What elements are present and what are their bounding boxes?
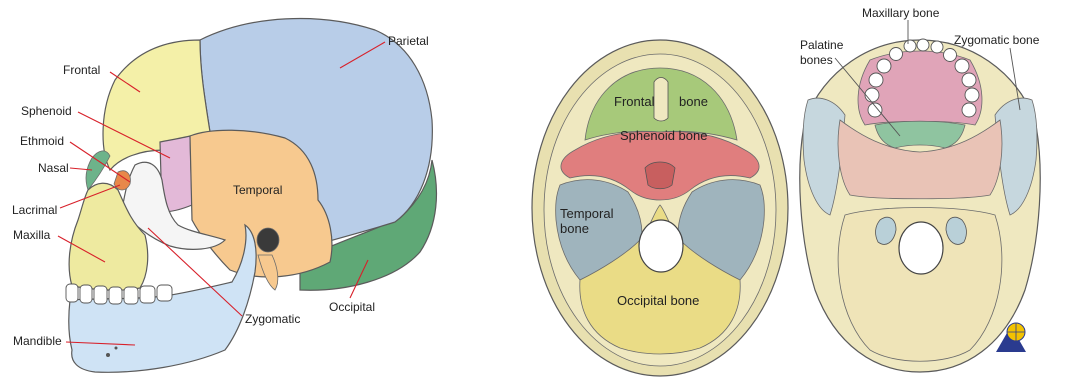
label-ethmoid: Ethmoid [20,134,64,148]
base-label-frontal: Frontal [614,94,655,109]
lateral-skull-view: Frontal Parietal Sphenoid Ethmoid Nasal … [12,19,436,373]
inferior-label-maxillary: Maxillary bone [862,6,940,20]
inferior-label-palatine-1: Palatine [800,38,844,52]
label-zygomatic: Zygomatic [245,312,300,326]
label-temporal: Temporal [233,183,282,197]
sella-turcica [645,162,675,189]
base-label-temporal-1: Temporal [560,206,614,221]
interior-base-view: Frontal bone Sphenoid bone Temporal bone… [532,40,788,376]
inferior-label-zygomatic: Zygomatic bone [954,33,1040,47]
label-maxilla: Maxilla [13,228,51,242]
label-sphenoid: Sphenoid [21,104,72,118]
label-mandible: Mandible [13,334,62,348]
base-label-sphenoid: Sphenoid bone [620,128,707,143]
inferior-label-palatine-2: bones [800,53,833,67]
inferior-base-view: Maxillary bone Palatine bones Zygomatic … [800,6,1040,372]
crista-galli [654,78,668,122]
base-label-bone: bone [679,94,708,109]
foramen-magnum [639,220,683,272]
label-nasal: Nasal [38,161,69,175]
ear-canal [257,228,279,252]
label-frontal: Frontal [63,63,100,77]
label-lacrimal: Lacrimal [12,203,57,217]
label-occipital: Occipital [329,300,375,314]
palate-palatine [875,121,965,148]
base-label-occipital: Occipital bone [617,293,699,308]
base-label-temporal-2: bone [560,221,589,236]
label-parietal: Parietal [388,34,429,48]
inferior-foramen-magnum [899,222,943,274]
